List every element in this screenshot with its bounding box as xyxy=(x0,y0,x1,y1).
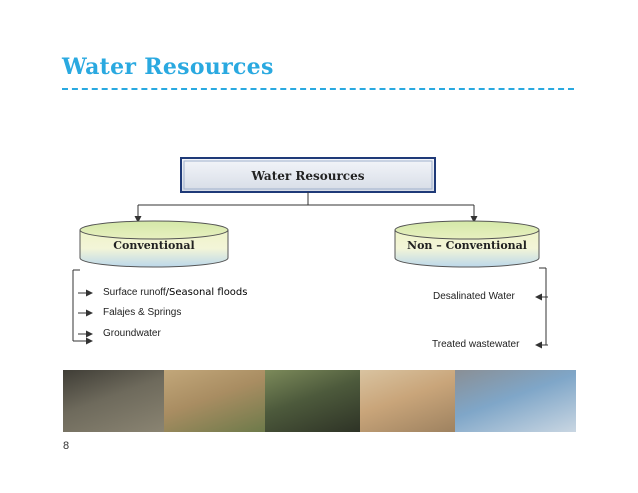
root-node: Water Resources xyxy=(180,157,436,193)
dam-photo xyxy=(63,370,164,432)
slide-title: Water Resources xyxy=(62,54,274,80)
non-conventional-label: Non – Conventional xyxy=(407,239,527,252)
item-falajes-springs: Falajes & Springs xyxy=(103,307,182,318)
non-conventional-node: Non – Conventional xyxy=(394,220,540,268)
title-divider xyxy=(62,88,574,90)
page-number: 8 xyxy=(63,440,70,452)
item-groundwater: Groundwater xyxy=(103,328,161,339)
conventional-branches xyxy=(72,269,93,345)
item-seasonal-floods-label: /Seasonal floods xyxy=(165,287,248,298)
photo-strip xyxy=(63,370,576,432)
item-treated-wastewater: Treated wastewater xyxy=(432,339,520,350)
item-surface-runoff-label: Surface runoff xyxy=(103,287,166,298)
item-desalinated-water: Desalinated Water xyxy=(433,291,515,302)
falaj-pool-photo xyxy=(164,370,265,432)
root-label: Water Resources xyxy=(251,169,365,183)
non-conventional-branches xyxy=(535,267,548,349)
conventional-label: Conventional xyxy=(113,239,194,252)
root-connectors xyxy=(134,192,478,223)
wadi-photo xyxy=(265,370,360,432)
desalination-plant-photo xyxy=(455,370,576,432)
conventional-node: Conventional xyxy=(79,220,229,268)
item-surface-runoff: Surface runoff/Seasonal floods xyxy=(103,287,247,298)
treatment-plant-photo xyxy=(360,370,455,432)
